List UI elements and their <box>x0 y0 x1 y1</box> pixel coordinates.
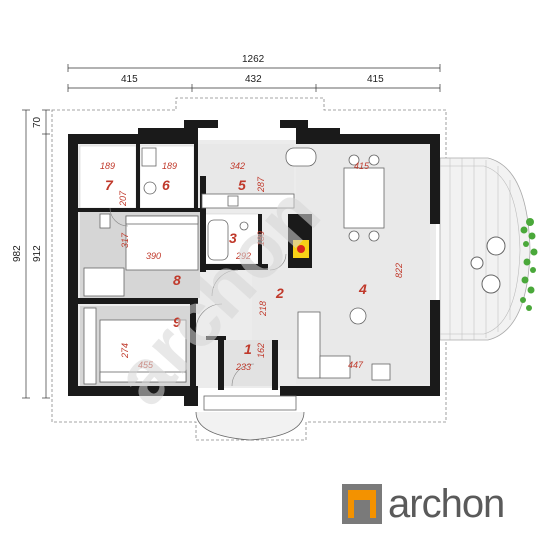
room-dim: 390 <box>146 251 161 261</box>
room-number-7: 7 <box>105 177 114 193</box>
room-number-4: 4 <box>358 281 367 297</box>
segment-middle-label: 432 <box>245 74 262 85</box>
segment-left-label: 415 <box>121 74 138 85</box>
furniture <box>83 147 391 441</box>
terrace <box>439 157 531 341</box>
height-inner-label: 912 <box>32 245 43 262</box>
room-dim: 233 <box>235 362 251 372</box>
room-dim: 317 <box>120 232 130 248</box>
room-dim: 207 <box>118 190 128 207</box>
room-number-8: 8 <box>173 272 181 288</box>
room-dim: 189 <box>100 161 115 171</box>
eave-outline <box>51 97 447 441</box>
total-width-label: 1262 <box>242 54 265 65</box>
room-dim: 189 <box>256 231 266 246</box>
room-number-6: 6 <box>162 177 170 193</box>
room-dim: 274 <box>120 343 130 359</box>
room-numbers: 1 2 3 4 5 6 7 8 9 <box>105 177 367 357</box>
room-number-3: 3 <box>229 230 237 246</box>
dimension-labels: 1262 415 432 415 982 912 70 <box>12 54 384 262</box>
plant-icons <box>520 218 538 311</box>
room-dim: 287 <box>256 176 266 193</box>
archon-logo-icon <box>342 484 382 524</box>
room-number-9: 9 <box>173 314 181 330</box>
height-top-label: 70 <box>32 116 43 128</box>
room-dim: 218 <box>258 301 268 317</box>
room-number-5: 5 <box>238 177 246 193</box>
room-dim: 822 <box>394 263 404 278</box>
room-number-1: 1 <box>244 341 252 357</box>
room-dim: 342 <box>230 161 245 171</box>
room-dim: 292 <box>235 251 251 261</box>
room-dimensions: 189 207 189 342 287 415 317 390 292 189 … <box>100 161 404 372</box>
archon-logo: archon <box>342 482 505 526</box>
room-dim: 189 <box>162 161 177 171</box>
height-outer-label: 982 <box>12 245 23 262</box>
room-dim: 447 <box>348 360 364 370</box>
door-swings <box>109 207 287 387</box>
room-number-2: 2 <box>275 285 284 301</box>
room-dim: 455 <box>138 360 154 370</box>
segment-right-label: 415 <box>367 74 384 85</box>
stove-icon <box>293 240 309 258</box>
room-dim: 162 <box>256 343 266 358</box>
room-dim: 415 <box>354 161 370 171</box>
dimension-lines <box>22 64 441 399</box>
archon-logo-text: archon <box>388 482 505 526</box>
